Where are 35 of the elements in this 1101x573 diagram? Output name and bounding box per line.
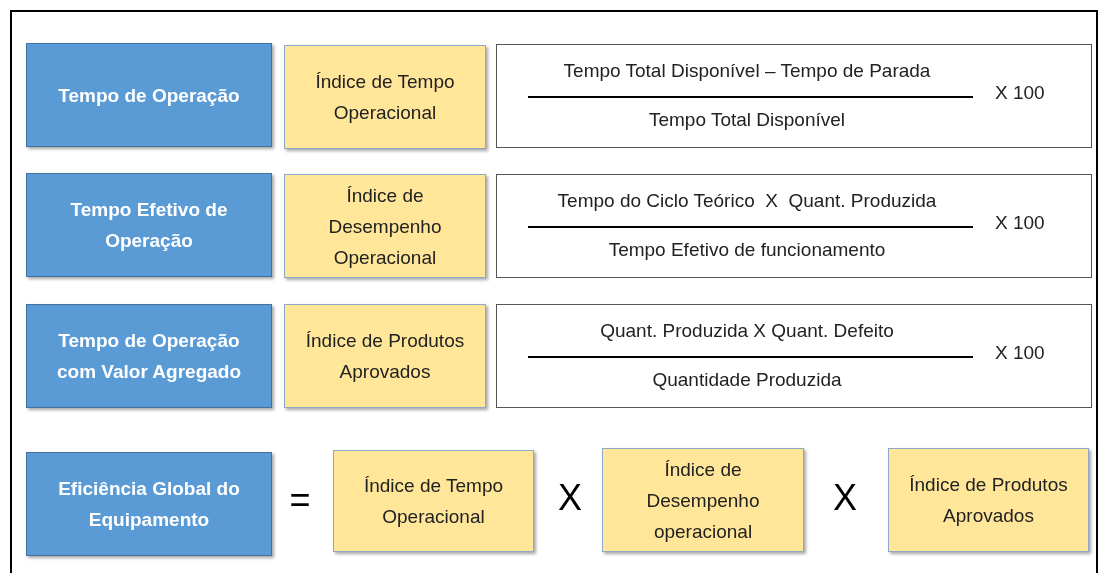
multiplier-text: X 100 [995, 81, 1045, 105]
numerator: Quant. Produzida X Quant. Defeito [599, 319, 895, 343]
term-text: Tempo Efetivo de Operação [69, 198, 229, 253]
multiplier-text: X 100 [995, 211, 1045, 235]
index-text: Índice de Produtos Aprovados [304, 329, 466, 384]
formula-box [496, 174, 1092, 278]
index-box [602, 448, 804, 552]
index-text: Índice de Tempo Operacional [314, 70, 456, 125]
numerator: Tempo do Ciclo Teórico X Quant. Produzida [556, 189, 938, 213]
denominator: Tempo Total Disponível [647, 108, 847, 132]
index-text: Índice de Produtos Aprovados [908, 473, 1069, 528]
term-text: Eficiência Global do Equipamento [57, 477, 241, 532]
index-text: Índice de Desempenho Operacional [327, 183, 443, 270]
operator-sign: X [557, 478, 583, 518]
term-text: Tempo de Operação [58, 83, 240, 108]
denominator: Tempo Efetivo de funcionamento [607, 238, 887, 262]
term-box [26, 304, 272, 408]
formula-box [496, 304, 1092, 408]
index-box [333, 450, 534, 552]
multiplier-text: X 100 [995, 341, 1045, 365]
index-text: Índice de Tempo Operacional [362, 474, 505, 529]
term-text: Tempo de Operação com Valor Agregado [55, 329, 243, 384]
operator-sign: = [288, 480, 312, 520]
denominator: Quantidade Produzida [651, 368, 843, 392]
index-text: Índice de Desempenho operacional [645, 457, 761, 544]
term-box [26, 43, 272, 147]
index-box [284, 174, 486, 278]
index-box [284, 45, 486, 149]
index-box [284, 304, 486, 408]
term-box [26, 452, 272, 556]
numerator: Tempo Total Disponível – Tempo de Parada [562, 59, 932, 83]
term-box [26, 173, 272, 277]
index-box [888, 448, 1089, 552]
operator-sign: X [832, 478, 858, 518]
formula-box [496, 44, 1092, 148]
